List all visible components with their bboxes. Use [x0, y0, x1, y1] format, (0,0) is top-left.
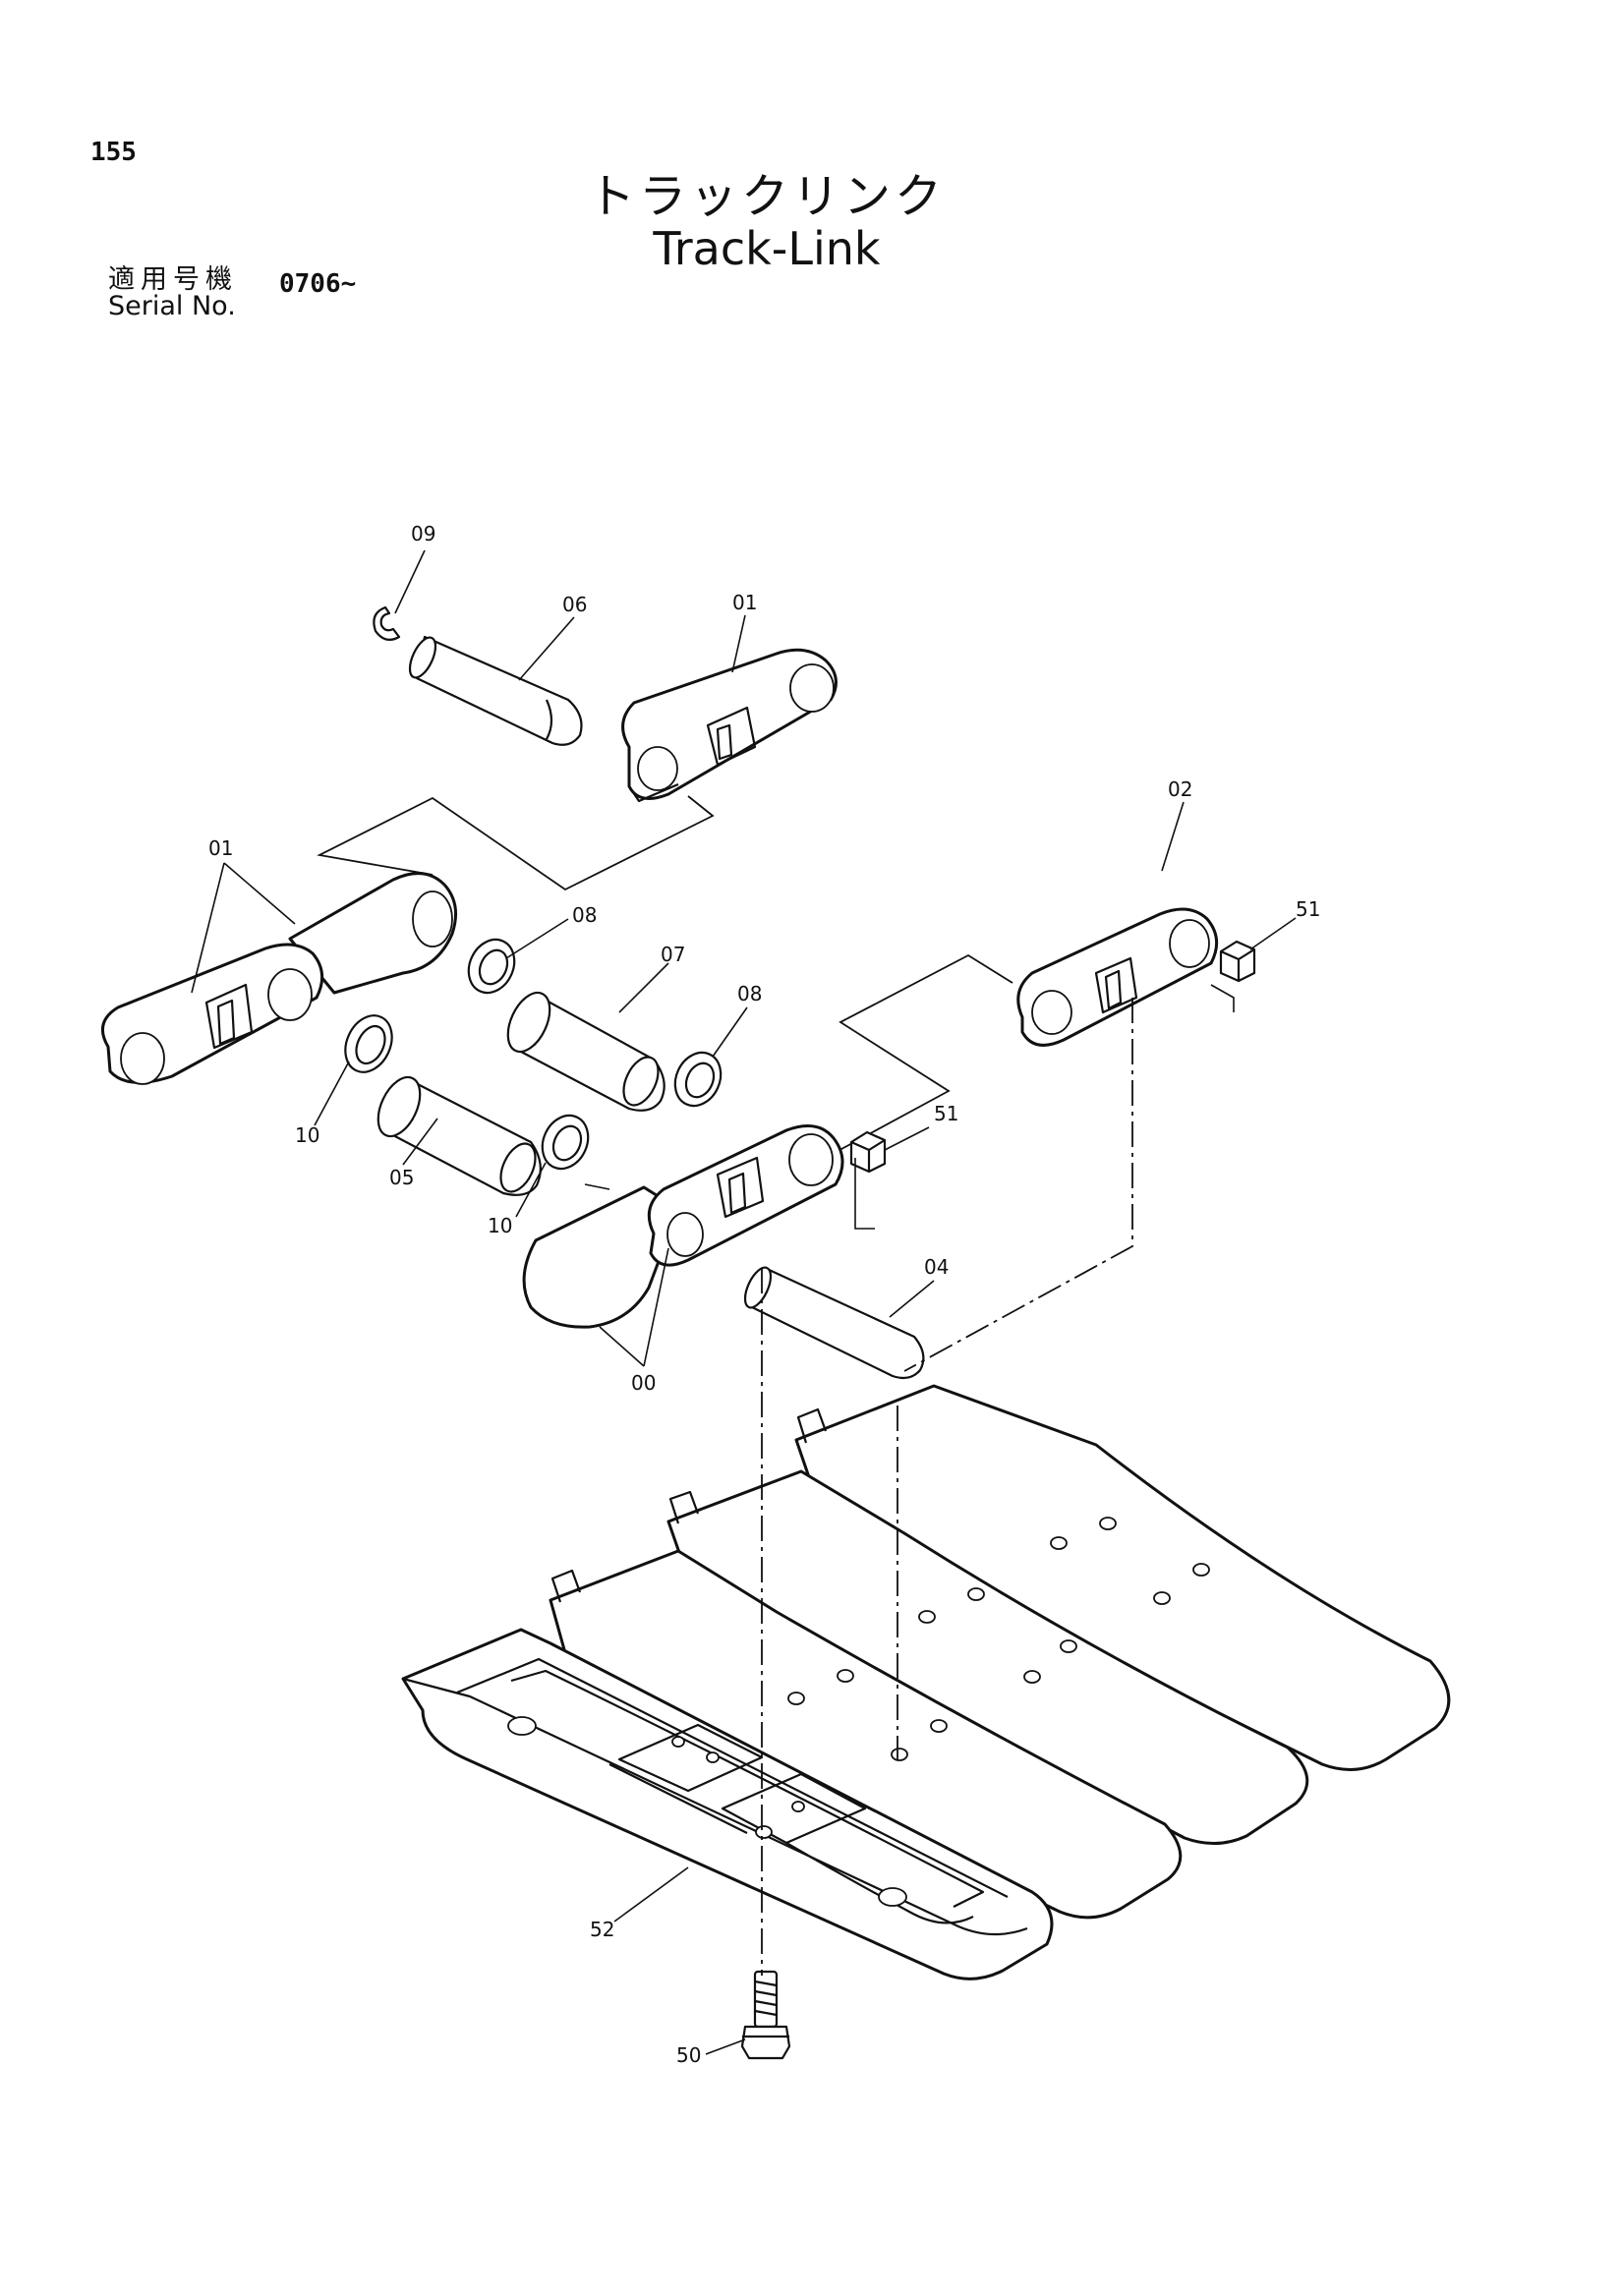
leader-10-left	[314, 1061, 350, 1126]
seal-10-center	[541, 1114, 590, 1171]
page-number: 155	[90, 138, 137, 167]
bushing-05	[376, 1075, 542, 1196]
callout-09: 09	[411, 522, 435, 545]
leader-00-b	[643, 1247, 669, 1367]
track-pin-04	[743, 1266, 925, 1380]
leader-51-right	[1249, 917, 1297, 950]
callout-51-right: 51	[1296, 897, 1320, 921]
leader-05	[402, 1118, 438, 1166]
page-title-english: Track-Link	[653, 222, 881, 275]
shoe-bolt-50	[740, 1970, 791, 2060]
callout-02: 02	[1168, 777, 1192, 801]
callout-06: 06	[562, 593, 587, 616]
leader-51-center	[884, 1126, 930, 1151]
leader-04	[889, 1280, 935, 1318]
leader-08-left	[505, 918, 569, 959]
track-link-00-rear	[522, 1185, 680, 1329]
leader-10-center	[515, 1162, 547, 1218]
leader-07	[618, 962, 669, 1013]
page-title-japanese: トラックリンク	[587, 169, 946, 224]
leader-52	[613, 1866, 689, 1923]
callout-51-center: 51	[934, 1102, 958, 1125]
seal-10-left	[344, 1014, 393, 1073]
track-link-00-front	[647, 1124, 844, 1267]
serial-label-japanese: 適用号機	[108, 264, 238, 295]
callout-10-left: 10	[295, 1123, 319, 1147]
track-link-01-left-front	[100, 943, 324, 1085]
leader-02	[1161, 801, 1185, 872]
nut-51-center	[849, 1130, 887, 1174]
callout-05: 05	[389, 1166, 414, 1189]
seal-08-right	[673, 1051, 723, 1108]
leader-09	[394, 549, 426, 614]
leader-01-top	[731, 614, 746, 673]
snap-ring-09	[373, 605, 401, 642]
leader-01-left-b	[223, 862, 296, 925]
track-link-01-top	[621, 648, 838, 803]
callout-01-left: 01	[208, 836, 233, 860]
callout-07: 07	[661, 943, 685, 966]
bushing-07	[506, 991, 665, 1112]
leader-01-left-a	[191, 862, 225, 994]
leader-50	[705, 2038, 746, 2055]
callout-04: 04	[924, 1255, 949, 1279]
serial-number-range: 0706~	[279, 269, 357, 299]
nut-51-right	[1219, 940, 1256, 983]
track-link-01-left-rear	[288, 872, 458, 995]
callout-00: 00	[631, 1371, 656, 1395]
callout-08-left: 08	[572, 903, 597, 927]
serial-label-english: Serial No.	[108, 291, 236, 321]
track-link-02	[1016, 907, 1219, 1047]
callout-50: 50	[676, 2043, 701, 2067]
callout-52: 52	[590, 1918, 614, 1941]
callout-08-right: 08	[737, 982, 762, 1005]
leader-00-a	[599, 1326, 645, 1367]
master-pin-06	[408, 635, 583, 746]
callout-10-center: 10	[488, 1214, 512, 1237]
leader-08-right	[712, 1006, 748, 1058]
track-shoe-52	[401, 1628, 1054, 1980]
leader-06	[518, 616, 575, 681]
callout-01-top: 01	[732, 591, 757, 614]
seal-08-left	[467, 938, 516, 995]
